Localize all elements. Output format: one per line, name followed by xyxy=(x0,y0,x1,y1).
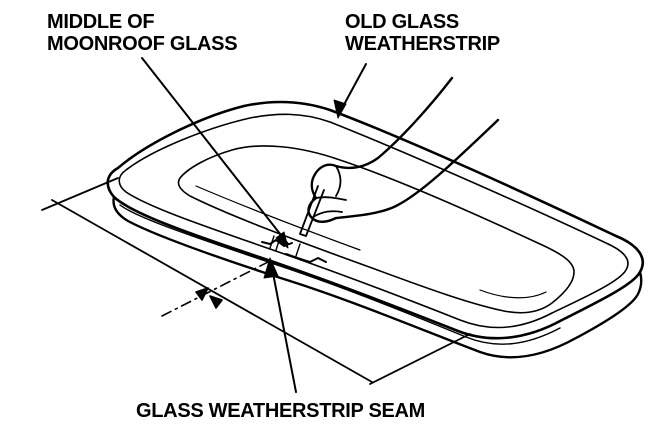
dimension-extension-left xyxy=(41,177,119,211)
glass-inner-window xyxy=(177,145,575,314)
dimension-line xyxy=(51,199,373,383)
hand-finger-1 xyxy=(315,196,347,201)
hand-outline xyxy=(307,76,500,223)
dimension-extension-right xyxy=(369,333,471,385)
glass-highlight-2 xyxy=(479,289,547,299)
half-dimension-arrow-right xyxy=(209,295,223,309)
leader-seam xyxy=(271,267,297,393)
hand-thumb xyxy=(335,165,342,197)
seam-mark-lower xyxy=(285,253,327,263)
label-old-line1: OLD GLASS xyxy=(345,11,459,33)
knife-blade xyxy=(299,185,325,237)
label-middle-of-moonroof-glass: MIDDLE OF MOONROOF GLASS xyxy=(47,11,238,55)
weatherstrip-inner-lip xyxy=(118,113,629,329)
center-line-dashed xyxy=(161,259,273,317)
leader-seam-arrowhead xyxy=(263,257,279,279)
glass-outer-edge xyxy=(106,100,645,340)
label-middle-line2: MOONROOF GLASS xyxy=(47,33,238,55)
label-old-glass-weatherstrip: OLD GLASS WEATHERSTRIP xyxy=(345,11,500,55)
weatherstrip-thickness xyxy=(112,195,643,359)
half-dimension-arrow-left xyxy=(195,287,209,301)
label-old-line2: WEATHERSTRIP xyxy=(345,33,500,55)
leader-middle-arrowhead xyxy=(275,231,289,249)
label-middle-line1: MIDDLE OF xyxy=(47,11,155,33)
weatherstrip-thickness-inner xyxy=(119,204,561,345)
glass-highlight xyxy=(195,185,361,251)
leader-middle-of-glass xyxy=(141,57,289,245)
leader-old-arrowhead xyxy=(333,99,347,119)
label-glass-weatherstrip-seam: GLASS WEATHERSTRIP SEAM xyxy=(136,400,426,422)
